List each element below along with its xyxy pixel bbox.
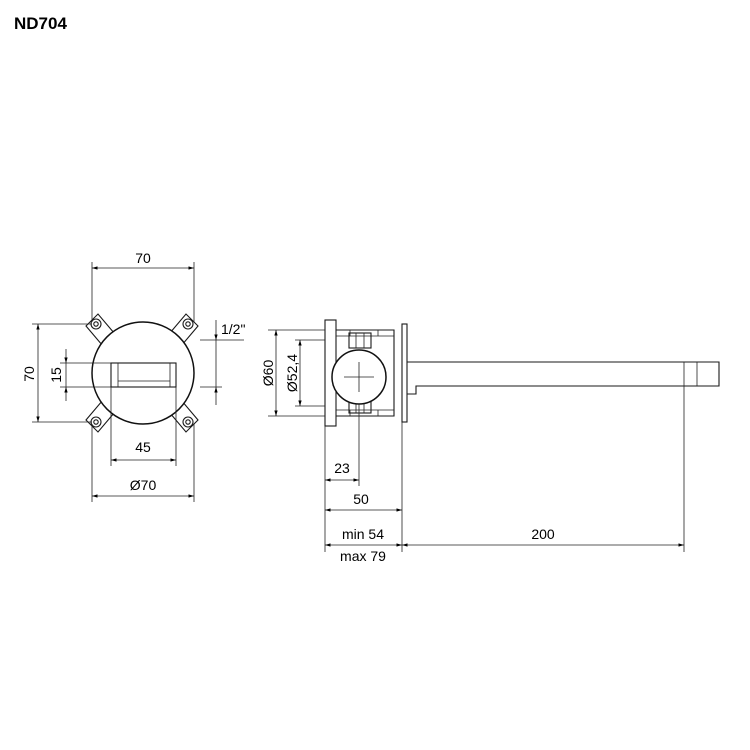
dim-width-top: 70	[135, 250, 151, 266]
dim-slot-width: 45	[135, 439, 151, 455]
dim-slot-height: 15	[48, 367, 64, 383]
dim-depth-2: 50	[353, 491, 369, 507]
dim-depth-max: max 79	[340, 548, 386, 564]
dim-depth-1: 23	[334, 460, 350, 476]
side-view: Ø60 Ø52,4 23 50 min 54 max 79 200	[260, 319, 720, 564]
dim-depth-min: min 54	[342, 526, 384, 542]
dim-thread: 1/2"	[221, 321, 245, 337]
outlet-slot	[110, 362, 177, 388]
dim-height-left: 70	[21, 366, 37, 382]
cover-plate	[91, 321, 195, 425]
nut-top	[348, 332, 372, 349]
dim-outer-diameter: Ø60	[260, 360, 276, 387]
spout	[407, 361, 720, 395]
drawing-title: ND704	[14, 14, 67, 33]
wall-plate	[401, 323, 408, 423]
front-view: 70 70 15 45 Ø70 1/2"	[21, 250, 245, 502]
dim-inner-diameter: Ø52,4	[284, 354, 300, 392]
dim-diameter-bottom: Ø70	[130, 477, 157, 493]
dim-spout-length: 200	[531, 526, 555, 542]
